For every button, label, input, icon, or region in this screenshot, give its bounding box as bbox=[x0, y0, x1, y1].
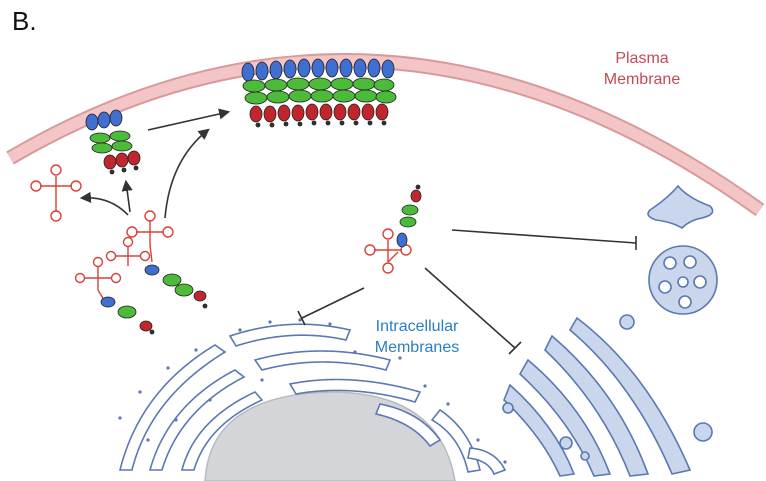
rna-structure-cluster bbox=[74, 210, 174, 301]
intracellular-membranes-label: Intracellular Membranes bbox=[352, 316, 482, 358]
plasma-membrane-label-line2: Membrane bbox=[603, 71, 681, 88]
intracellular-membranes-label-line1: Intracellular bbox=[375, 318, 459, 335]
intracellular-membranes-label-line2: Membranes bbox=[374, 339, 460, 356]
plasma-membrane-label: Plasma Membrane bbox=[582, 48, 702, 90]
protein-chain-cluster bbox=[100, 264, 208, 335]
plasma-membrane-label-line1: Plasma bbox=[615, 50, 669, 67]
inhibit-right-organelles bbox=[451, 229, 637, 244]
endoplasmic-reticulum bbox=[118, 323, 507, 476]
small-membrane-cluster bbox=[85, 109, 141, 175]
multivesicular-body bbox=[648, 245, 718, 315]
protein-chain-center bbox=[396, 184, 422, 248]
arrow-small-to-large bbox=[147, 108, 231, 131]
large-membrane-cluster bbox=[241, 58, 397, 128]
arrow-to-rna-left bbox=[79, 191, 129, 216]
rna-structure-center bbox=[364, 228, 412, 274]
arrow-to-small-cluster bbox=[121, 179, 133, 213]
arrows bbox=[79, 108, 231, 219]
inhibit-er bbox=[301, 287, 365, 319]
inhibition-lines bbox=[297, 229, 637, 355]
golgi-apparatus bbox=[502, 314, 713, 477]
inhibit-golgi bbox=[424, 267, 516, 349]
arrow-to-large-cluster-a bbox=[164, 128, 210, 219]
irregular-organelle bbox=[647, 184, 714, 230]
panel-letter: B. bbox=[12, 6, 37, 36]
ribosome-dots bbox=[118, 318, 507, 464]
rna-structure-left bbox=[30, 164, 82, 222]
